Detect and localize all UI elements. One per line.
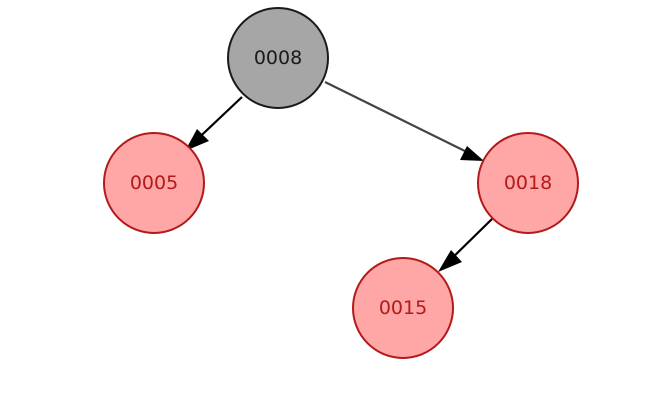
node-label: 0018 <box>504 172 552 194</box>
nodes: 0008 0005 0018 0015 <box>103 7 579 359</box>
node-circle <box>103 132 205 234</box>
tree-node: 0005 <box>103 132 205 234</box>
edge-0008-0018 <box>324 81 478 158</box>
node-label: 0008 <box>254 47 302 69</box>
tree-node: 0018 <box>477 132 579 234</box>
tree-node: 0015 <box>352 257 454 359</box>
node-label: 0005 <box>130 172 178 194</box>
tree-node: 0008 <box>227 7 329 109</box>
arrowhead-0005 <box>185 129 209 151</box>
node-circle <box>477 132 579 234</box>
arrowhead-0018 <box>460 146 484 161</box>
arrowhead-0015 <box>438 250 462 272</box>
node-circle <box>352 257 454 359</box>
node-label: 0015 <box>379 297 427 319</box>
node-circle <box>227 7 329 109</box>
edges <box>185 81 493 272</box>
